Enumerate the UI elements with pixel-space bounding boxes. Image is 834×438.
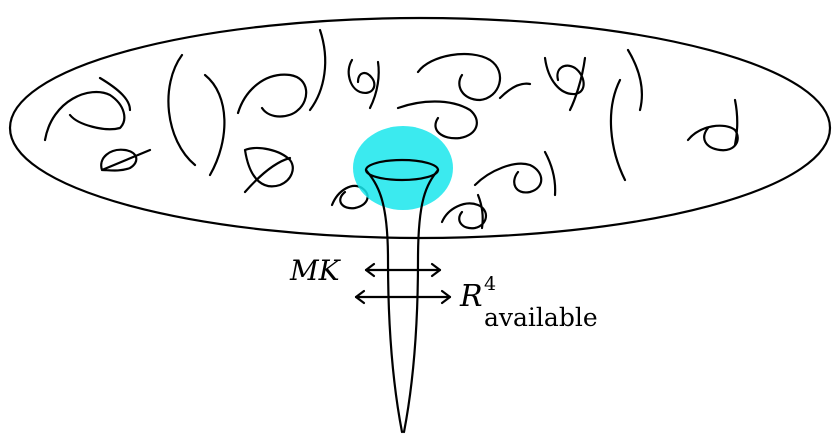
r-available-superscript: 4	[484, 273, 496, 295]
r4-arrow	[356, 291, 450, 303]
r-available-subscript: available	[484, 303, 598, 332]
loop-curve	[45, 92, 124, 140]
loop-curve	[101, 150, 150, 171]
loop-curve	[628, 50, 642, 110]
loop-curve	[545, 58, 585, 110]
loop-curve	[688, 100, 738, 150]
loop-curve	[310, 30, 325, 110]
mk-arrow	[366, 264, 440, 276]
loop-curve	[168, 55, 195, 165]
loop-curve	[475, 152, 555, 195]
r-available-label: R	[459, 279, 483, 314]
loop-curve	[238, 75, 306, 117]
loop-curve	[611, 80, 625, 180]
loop-curve	[418, 54, 530, 100]
loop-curve	[442, 195, 486, 228]
loop-curve	[349, 60, 379, 108]
loop-curve	[245, 148, 293, 192]
loop-curve	[205, 75, 224, 175]
mk-label: MK	[289, 254, 342, 287]
